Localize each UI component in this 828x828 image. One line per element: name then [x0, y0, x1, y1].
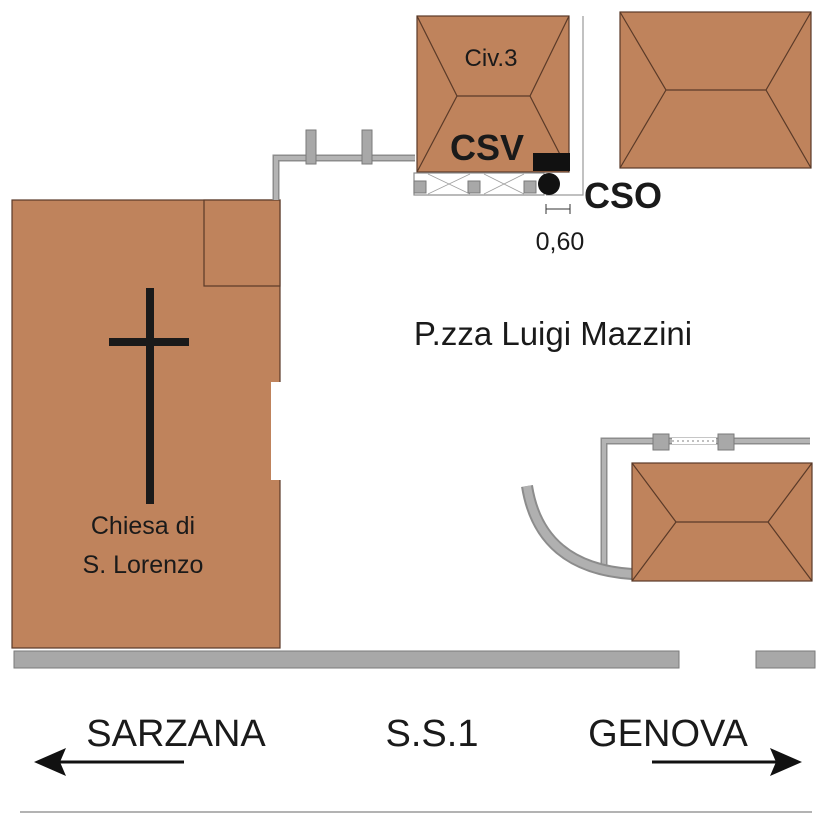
scaffold-structure [413, 172, 545, 196]
cso-marker-icon [538, 173, 560, 195]
church-door-gap [271, 382, 283, 480]
building-southeast [631, 462, 813, 582]
csv-marker-icon [533, 153, 570, 171]
cross-icon [109, 288, 189, 504]
building-civ3: Civ.3 CSV [416, 15, 570, 173]
church-label-line1: Chiesa di [91, 512, 195, 540]
church-building: Chiesa di S. Lorenzo [11, 199, 283, 649]
north-wall [272, 129, 415, 200]
direction-west-label: SARZANA [86, 713, 266, 755]
property-line [546, 16, 584, 196]
road-label: S.S.1 [386, 713, 479, 755]
dimension-marker: 0,60 [536, 204, 585, 256]
arrow-right-icon [652, 748, 802, 776]
square-label: P.zza Luigi Mazzini [414, 315, 692, 352]
civ3-label: Civ.3 [465, 45, 518, 72]
csv-label: CSV [450, 127, 524, 168]
church-annex [203, 199, 281, 287]
building-northeast [619, 11, 812, 169]
curved-wall-inner [523, 485, 633, 578]
direction-east-label: GENOVA [588, 713, 748, 755]
cso-label: CSO [584, 175, 662, 216]
road-edge-wall [13, 650, 816, 669]
arrow-left-icon [34, 748, 184, 776]
southeast-wall [600, 433, 810, 565]
church-label-line2: S. Lorenzo [83, 551, 204, 579]
distance-label: 0,60 [536, 228, 585, 256]
